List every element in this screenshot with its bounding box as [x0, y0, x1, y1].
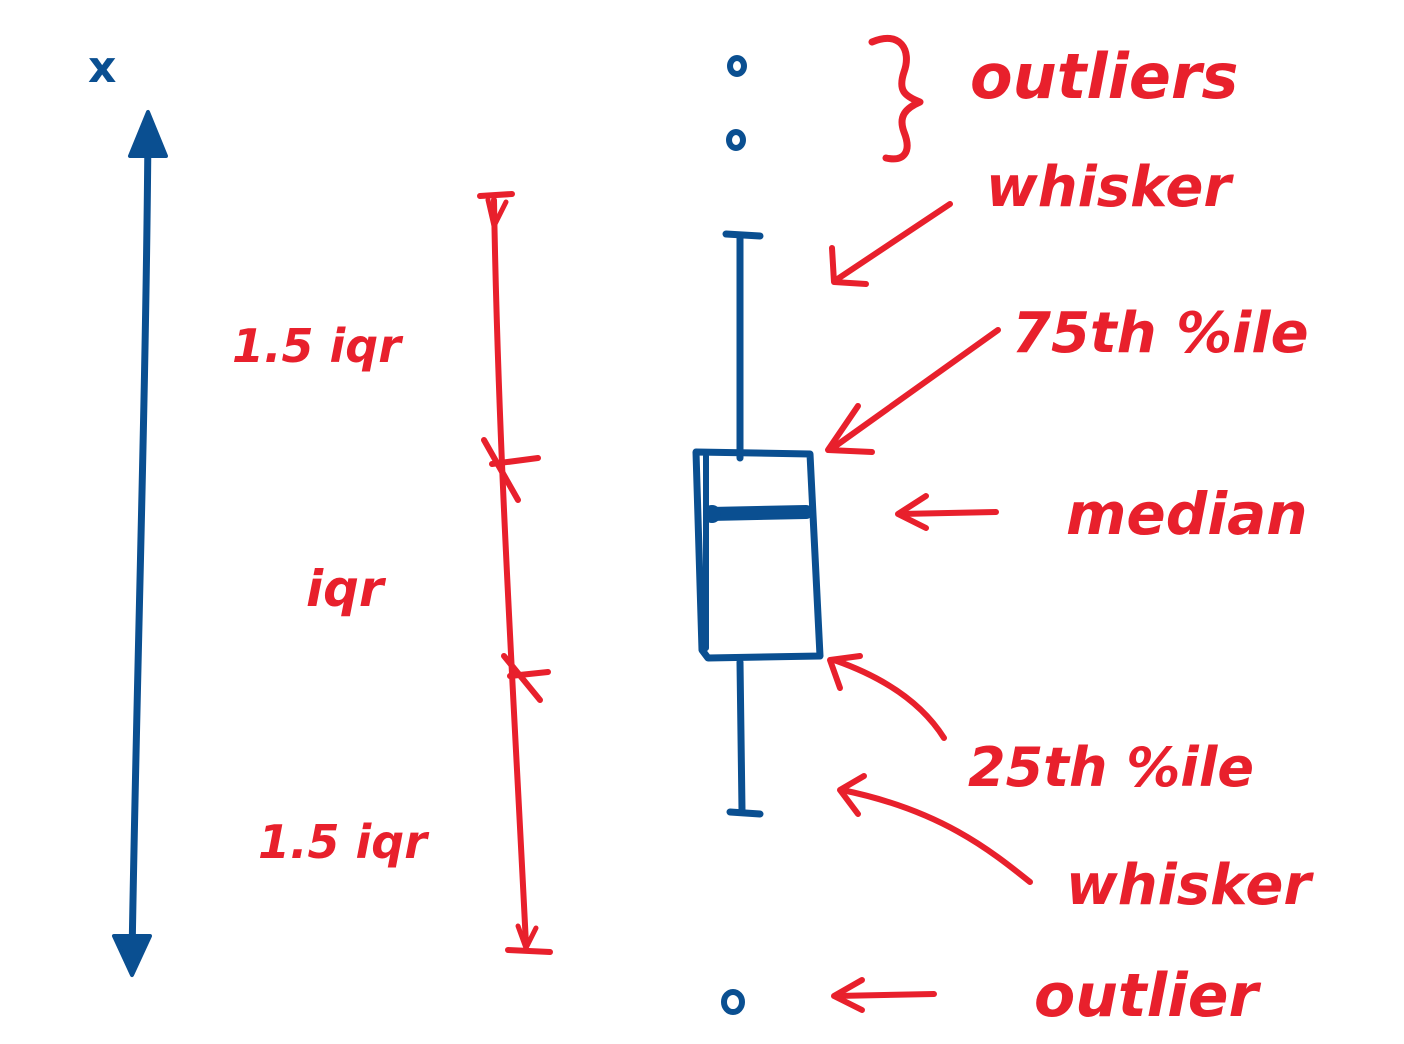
annotation-arrows: [825, 34, 1033, 1013]
arrow-median-icon: [897, 509, 999, 517]
arrow-q25-icon: [831, 657, 947, 741]
outlier-point: [726, 129, 746, 151]
label-outliers: outliers: [970, 40, 1238, 113]
x-axis: [112, 110, 168, 977]
iqr-scale: [477, 191, 553, 955]
axis-arrow-down-icon: [112, 934, 152, 977]
arrow-outlier-icon: [833, 991, 937, 999]
label-upper-range: 1.5 iqr: [232, 319, 404, 373]
label-whisker-top: whisker: [986, 155, 1234, 220]
outlier-point: [727, 55, 747, 77]
outlier-point: [721, 989, 745, 1015]
axis-arrow-up-icon: [128, 110, 168, 158]
label-q25: 25th %ile: [968, 736, 1254, 799]
label-median: median: [1066, 480, 1308, 548]
boxplot: [692, 55, 824, 1015]
label-outlier: outlier: [1034, 961, 1261, 1031]
axis-label-x: x: [88, 42, 116, 93]
label-lower-range: 1.5 iqr: [258, 815, 430, 869]
label-whisker-bottom: whisker: [1066, 853, 1314, 918]
lower-whisker-cap: [726, 808, 764, 818]
upper-whisker-cap: [722, 230, 764, 240]
arrow-whisker-bottom-icon: [839, 787, 1033, 885]
label-q75: 75th %ile: [1012, 301, 1309, 366]
iqr-box: [692, 448, 824, 662]
lower-whisker: [736, 658, 746, 814]
brace-icon: [868, 34, 924, 163]
label-iqr: iqr: [306, 560, 387, 618]
median-line: [703, 505, 813, 521]
arrow-q75-icon: [827, 327, 1001, 453]
arrow-whisker-top-icon: [833, 201, 953, 283]
